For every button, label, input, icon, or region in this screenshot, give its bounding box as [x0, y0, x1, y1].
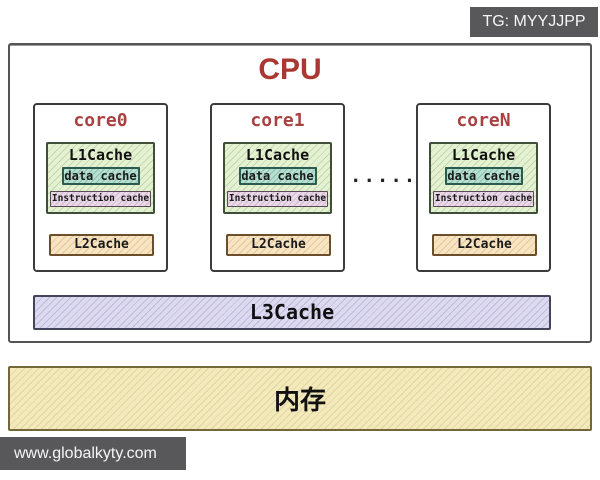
l2-cache-box: L2Cache	[49, 234, 154, 256]
core-box-core1: core1 L1Cache data cache Instruction cac…	[210, 103, 345, 272]
core-title: core1	[250, 110, 305, 131]
data-cache-box: data cache	[444, 167, 523, 185]
core-title: coreN	[456, 110, 511, 131]
l1-cache-box: L1Cache data cache Instruction cache	[429, 142, 538, 214]
watermark-bottom-label: www.globalkyty.com	[14, 444, 157, 462]
core-box-core0: core0 L1Cache data cache Instruction cac…	[33, 103, 168, 272]
cpu-title: CPU	[258, 53, 322, 86]
l1-cache-label: L1Cache	[451, 146, 516, 164]
l1-cache-label: L1Cache	[245, 146, 310, 164]
data-cache-box: data cache	[61, 167, 140, 185]
core-box-coreN: coreN L1Cache data cache Instruction cac…	[416, 103, 551, 272]
l3-cache-bar: L3Cache	[33, 295, 551, 330]
instruction-cache-box: Instruction cache	[50, 191, 151, 207]
watermark-top-label: TG: MYYJJPP	[482, 13, 586, 30]
l2-cache-box: L2Cache	[432, 234, 537, 256]
watermark-bottom-badge: www.globalkyty.com	[0, 437, 186, 470]
instruction-cache-box: Instruction cache	[227, 191, 328, 207]
memory-label: 内存	[273, 385, 326, 415]
l1-cache-box: L1Cache data cache Instruction cache	[223, 142, 332, 214]
l1-cache-label: L1Cache	[68, 146, 133, 164]
core-title: core0	[73, 110, 128, 131]
watermark-top-badge: TG: MYYJJPP	[470, 7, 598, 37]
l1-cache-box: L1Cache data cache Instruction cache	[46, 142, 155, 214]
memory-bar: 内存	[8, 366, 592, 431]
l2-cache-box: L2Cache	[226, 234, 331, 256]
data-cache-box: data cache	[238, 167, 317, 185]
instruction-cache-box: Instruction cache	[433, 191, 534, 207]
cores-ellipsis: ·······	[350, 170, 445, 192]
